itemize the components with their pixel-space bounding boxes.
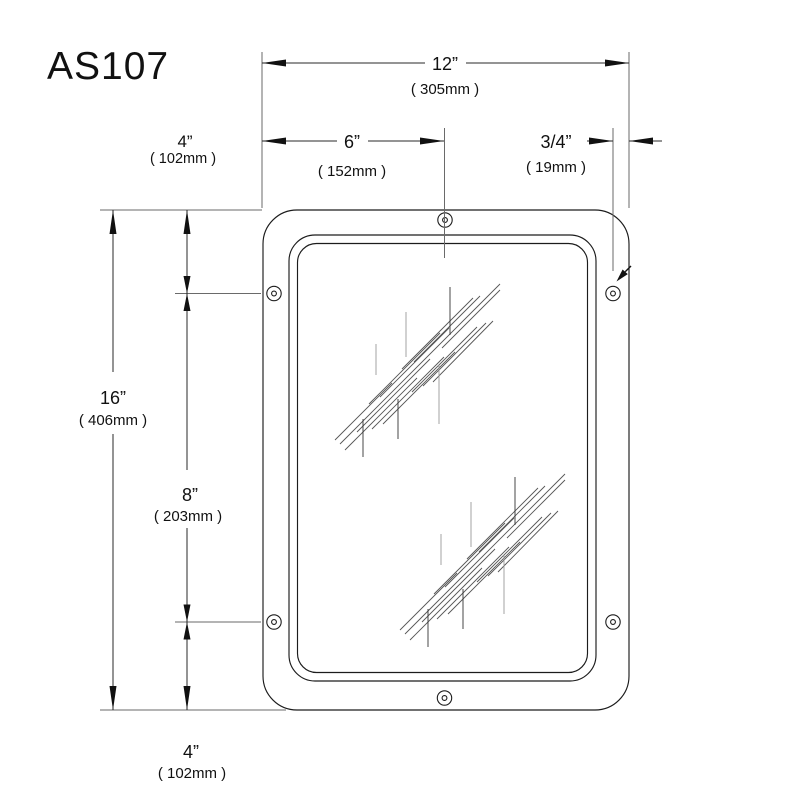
frame-inner-lip-outline xyxy=(288,234,597,682)
dim-height-inches: 16” xyxy=(100,388,126,408)
glass-hatch-upper xyxy=(334,283,501,458)
dim-bottom-offset-inches: 4” xyxy=(183,742,199,762)
dim-top-offset-inches: 4” xyxy=(177,132,192,151)
mirror-glass-outline xyxy=(296,242,589,674)
dim-edge-inches: 3/4” xyxy=(540,132,571,152)
dim-spacing-inches: 8” xyxy=(182,485,198,505)
screw-holes xyxy=(266,212,621,706)
dimension-arrowheads xyxy=(109,59,653,710)
frame-outer-outline xyxy=(262,209,630,711)
screw-hole-leader-arrow xyxy=(616,265,632,282)
glass-hatch-lower xyxy=(399,473,566,648)
screw-hole-right-upper xyxy=(605,285,621,302)
dim-top-offset-mm: ( 102mm ) xyxy=(150,151,216,167)
dim-width-mm: ( 305mm ) xyxy=(411,81,479,98)
screw-hole-bottom-center xyxy=(436,690,453,706)
screw-hole-left-upper xyxy=(266,285,282,302)
dim-center-inches: 6” xyxy=(344,132,360,152)
part-number-title: AS107 xyxy=(47,45,169,88)
screw-hole-right-lower xyxy=(605,614,621,630)
dim-edge-mm: ( 19mm ) xyxy=(526,159,586,176)
dim-bottom-offset-mm: ( 102mm ) xyxy=(158,765,226,782)
dim-width-inches: 12” xyxy=(432,54,458,74)
dim-height-mm: ( 406mm ) xyxy=(79,412,147,429)
dim-center-mm: ( 152mm ) xyxy=(318,163,386,180)
screw-hole-left-lower xyxy=(266,614,282,630)
dim-spacing-mm: ( 203mm ) xyxy=(154,508,222,525)
extension-lines xyxy=(100,52,630,711)
